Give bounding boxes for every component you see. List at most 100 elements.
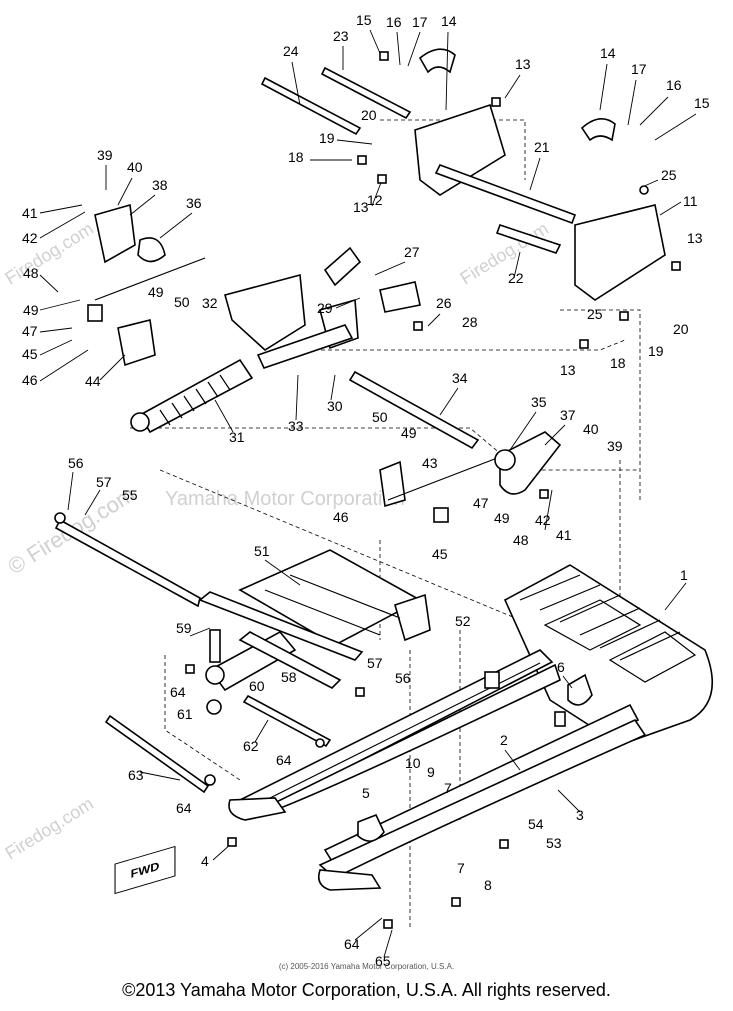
callout-57: 57 <box>367 655 383 671</box>
small-copyright: (c) 2005-2016 Yamaha Motor Corporation, … <box>278 962 455 971</box>
callout-11: 11 <box>683 193 698 209</box>
callout-28: 28 <box>462 314 478 330</box>
callout-52: 52 <box>455 613 471 629</box>
callout-6: 6 <box>557 659 565 675</box>
callout-36: 36 <box>186 195 202 211</box>
callout-3: 3 <box>576 807 584 823</box>
callout-41: 41 <box>556 527 572 543</box>
callout-4: 4 <box>201 853 209 869</box>
callout-51: 51 <box>254 543 270 559</box>
callout-18: 18 <box>610 355 626 371</box>
callout-37: 37 <box>560 407 576 423</box>
callout-7: 7 <box>444 780 452 796</box>
callout-7: 7 <box>457 860 465 876</box>
callout-58: 58 <box>281 669 297 685</box>
callout-48: 48 <box>513 532 529 548</box>
callout-47: 47 <box>22 323 38 339</box>
callout-41: 41 <box>22 205 38 221</box>
callout-14: 14 <box>600 45 616 61</box>
callout-49: 49 <box>23 302 39 318</box>
callout-43: 43 <box>422 455 438 471</box>
callout-42: 42 <box>22 230 38 246</box>
callout-56: 56 <box>395 670 411 686</box>
callout-10: 10 <box>405 755 421 771</box>
callout-35: 35 <box>531 394 547 410</box>
fasteners <box>54 51 681 929</box>
callout-49: 49 <box>401 425 417 441</box>
callout-20: 20 <box>361 107 377 123</box>
leader-lines <box>39 29 697 958</box>
callout-15: 15 <box>694 95 710 111</box>
callout-49: 49 <box>148 284 164 300</box>
rear-arm-group <box>224 246 480 450</box>
callout-48: 48 <box>23 265 39 281</box>
callout-22: 22 <box>508 270 524 286</box>
callout-21: 21 <box>534 139 550 155</box>
callout-56: 56 <box>68 455 84 471</box>
callout-64: 64 <box>170 684 186 700</box>
callout-61: 61 <box>177 706 193 722</box>
bogie-wheels <box>357 673 593 842</box>
callout-29: 29 <box>317 300 333 316</box>
callout-8: 8 <box>484 877 492 893</box>
top-bracket-group <box>260 48 666 301</box>
callout-13: 13 <box>560 362 576 378</box>
callout-5: 5 <box>362 785 370 801</box>
callout-50: 50 <box>174 294 190 310</box>
callout-19: 19 <box>319 130 335 146</box>
callout-23: 23 <box>333 28 349 44</box>
callout-18: 18 <box>288 149 304 165</box>
slide-rail-assembly <box>228 649 647 891</box>
callout-39: 39 <box>607 438 623 454</box>
callout-27: 27 <box>404 244 420 260</box>
callout-17: 17 <box>631 61 647 77</box>
callout-42: 42 <box>535 512 551 528</box>
callout-55: 55 <box>122 487 138 503</box>
callout-12: 12 <box>367 192 383 208</box>
callout-16: 16 <box>666 77 682 93</box>
callout-64: 64 <box>176 800 192 816</box>
assembly-guide-lines <box>130 119 641 930</box>
copyright-footer: ©2013 Yamaha Motor Corporation, U.S.A. A… <box>122 980 611 1000</box>
callout-24: 24 <box>283 43 299 59</box>
callout-64: 64 <box>344 936 360 952</box>
callout-53: 53 <box>546 835 562 851</box>
callout-40: 40 <box>127 159 143 175</box>
callout-31: 31 <box>229 429 245 445</box>
callout-54: 54 <box>528 816 544 832</box>
watermark-site-1: Firedog.com <box>2 218 97 288</box>
callout-9: 9 <box>427 764 435 780</box>
shock-absorber <box>130 358 254 434</box>
callout-63: 63 <box>128 767 144 783</box>
callout-33: 33 <box>288 418 304 434</box>
callout-17: 17 <box>412 14 428 30</box>
callout-49: 49 <box>494 510 510 526</box>
watermark-brand: Yamaha Motor Corporation <box>165 488 405 510</box>
callout-labels: 15 16 17 14 23 24 13 14 17 16 15 20 19 1… <box>22 12 710 969</box>
callout-45: 45 <box>432 546 448 562</box>
callout-32: 32 <box>202 295 218 311</box>
callout-13: 13 <box>687 230 703 246</box>
callout-44: 44 <box>85 373 101 389</box>
callout-57: 57 <box>96 474 112 490</box>
right-bracket-group <box>379 431 562 523</box>
callout-2: 2 <box>500 732 508 748</box>
callout-13: 13 <box>353 199 369 215</box>
callout-59: 59 <box>176 620 192 636</box>
callout-25: 25 <box>587 306 603 322</box>
left-bracket-group <box>87 203 206 367</box>
callout-50: 50 <box>372 409 388 425</box>
callout-34: 34 <box>452 370 468 386</box>
callout-46: 46 <box>22 372 38 388</box>
callout-14: 14 <box>441 13 457 29</box>
callout-16: 16 <box>386 14 402 30</box>
callout-40: 40 <box>583 421 599 437</box>
callout-46: 46 <box>333 509 349 525</box>
track-belt <box>503 564 713 746</box>
callout-62: 62 <box>243 738 259 754</box>
callout-60: 60 <box>249 678 265 694</box>
callout-20: 20 <box>673 321 689 337</box>
watermark-site-3: Firedog.com <box>2 793 97 863</box>
